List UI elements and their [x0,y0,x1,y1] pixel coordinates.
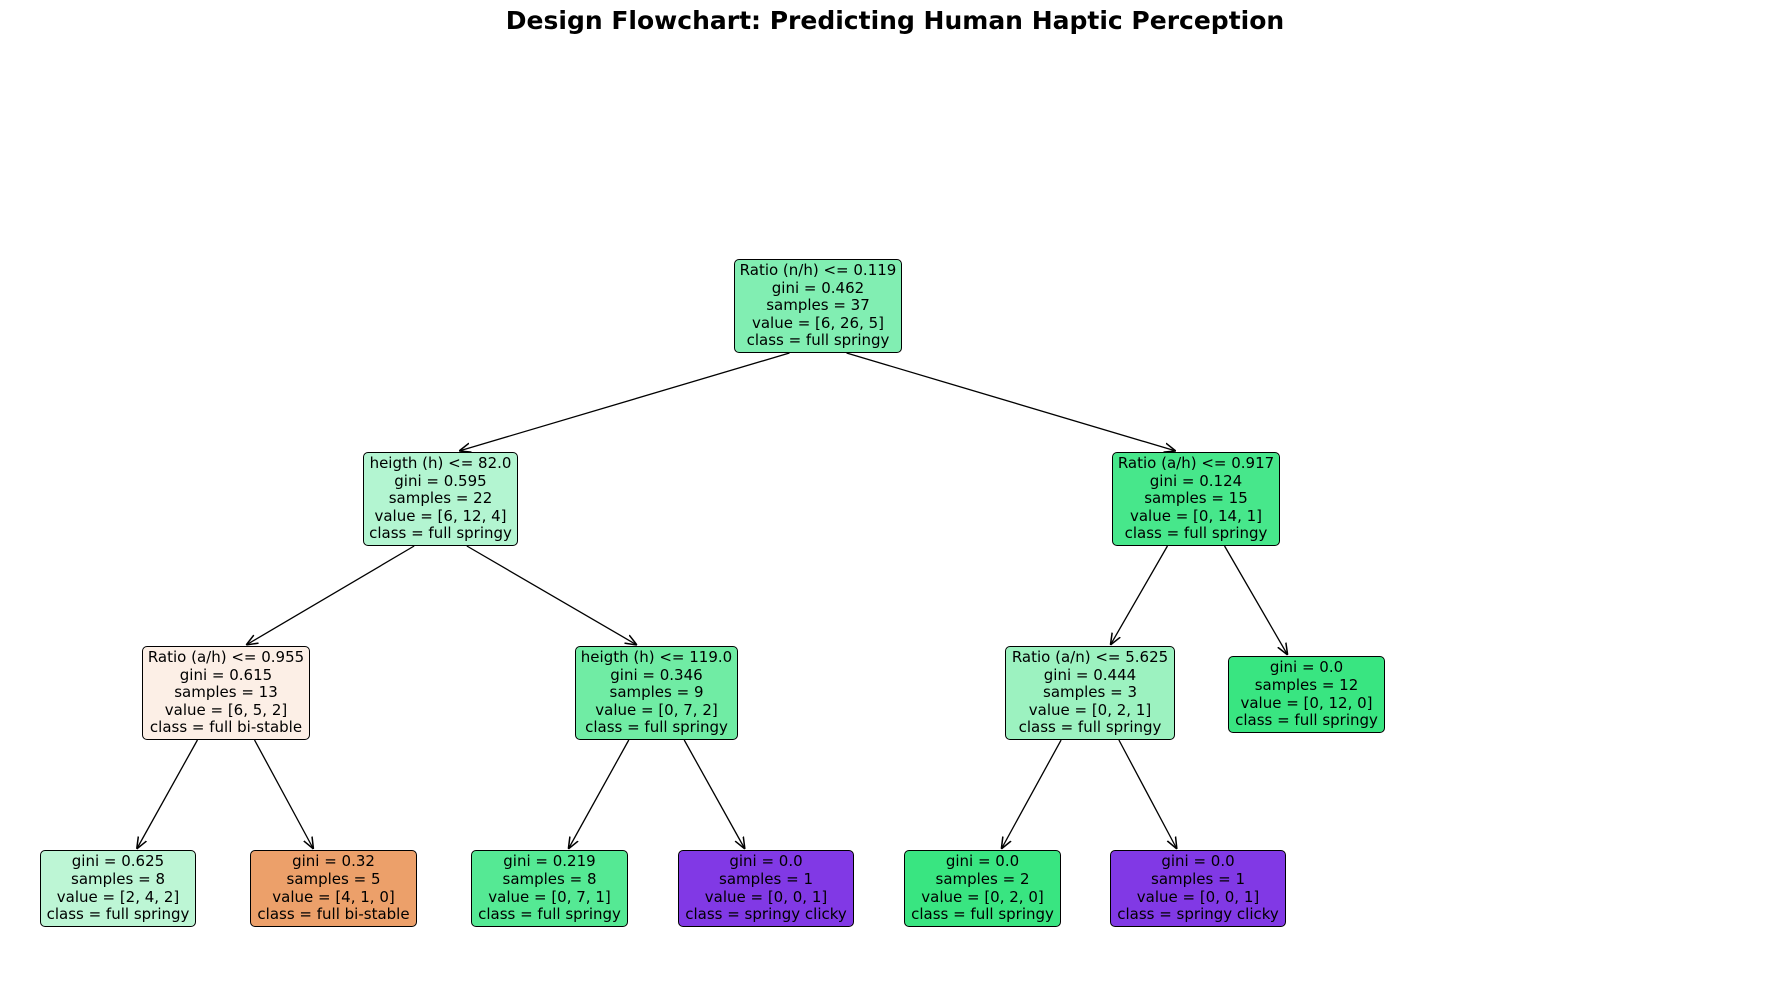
edge-r-rl [1110,545,1169,645]
node-line: samples = 37 [766,296,870,315]
node-line: gini = 0.32 [292,852,375,871]
node-line: class = full springy [585,718,728,737]
node-line: heigth (h) <= 119.0 [580,648,733,667]
node-line: samples = 3 [1043,683,1137,702]
node-line: class = full springy [746,331,890,350]
node-line: samples = 8 [502,869,597,888]
node-line: Ratio (n/h) <= 0.119 [739,261,897,280]
node-line: class = full springy [1018,718,1162,737]
node-line: samples = 22 [388,489,493,508]
node-line: gini = 0.0 [1161,852,1235,871]
node-line: gini = 0.0 [729,852,803,871]
node-line: gini = 0.625 [71,852,165,871]
node-line: gini = 0.346 [610,665,703,684]
node-line: class = full bi-stable [149,718,303,737]
node-line: samples = 15 [1144,489,1248,508]
edge-l-ll [246,545,415,645]
node-line: value = [6, 12, 4] [374,506,507,525]
node-line: gini = 0.615 [179,665,273,684]
node-line: class = full springy [46,905,190,924]
edge-rl-rll [1001,739,1062,849]
edge-rl-rlr [1118,739,1177,849]
node-line: gini = 0.219 [503,852,596,871]
node-line: value = [0, 14, 1] [1129,506,1263,525]
node-line: gini = 0.0 [1269,658,1344,677]
node-line: heigth (h) <= 82.0 [369,454,512,473]
node-line: gini = 0.595 [394,471,487,490]
node-line: class = full springy [911,905,1054,924]
node-line: value = [0, 7, 1] [488,887,611,906]
edge-root-l [459,352,790,451]
edge-lr-lrr [683,739,745,849]
node-line: samples = 2 [935,869,1030,888]
node-line: value = [0, 7, 2] [595,700,718,719]
edge-r-rr [1223,545,1288,655]
node-line: value = [0, 2, 0] [921,887,1044,906]
edge-ll-llr [253,739,314,849]
node-line: value = [0, 0, 1] [1136,887,1260,906]
node-line: value = [4, 1, 0] [272,887,395,906]
node-line: value = [0, 2, 1] [1028,700,1152,719]
node-line: class = full bi-stable [257,905,410,924]
edge-l-lr [466,545,637,645]
node-line: samples = 9 [609,683,704,702]
node-line: class = full springy [1235,711,1378,730]
node-line: Ratio (a/h) <= 0.917 [1117,454,1275,473]
edge-root-r [846,352,1176,451]
node-line: value = [0, 12, 0] [1240,693,1373,712]
node-line: value = [6, 26, 5] [751,313,885,332]
node-line: class = full springy [369,524,512,543]
node-line: class = springy clicky [1117,905,1279,924]
node-line: samples = 1 [719,869,813,888]
node-line: gini = 0.124 [1149,471,1243,490]
node-line: samples = 12 [1254,675,1359,694]
node-line: class = full springy [1124,524,1268,543]
node-line: gini = 0.462 [771,278,865,297]
node-line: gini = 0.444 [1043,665,1137,684]
node-line: value = [2, 4, 2] [56,887,180,906]
node-line: Ratio (a/n) <= 5.625 [1011,648,1169,667]
node-line: samples = 5 [286,869,381,888]
node-line: class = springy clicky [685,905,847,924]
node-line: samples = 1 [1151,869,1245,888]
node-line: class = full springy [478,905,621,924]
edge-ll-lll [137,739,199,849]
node-line: samples = 13 [174,683,278,702]
diagram-title: Design Flowchart: Predicting Human Hapti… [505,6,1285,35]
node-line: value = [6, 5, 2] [164,700,288,719]
node-line: Ratio (a/h) <= 0.955 [147,648,305,667]
node-line: value = [0, 0, 1] [704,887,828,906]
node-line: gini = 0.0 [945,852,1020,871]
node-line: samples = 8 [71,869,165,888]
edge-lr-lrl [568,739,630,849]
